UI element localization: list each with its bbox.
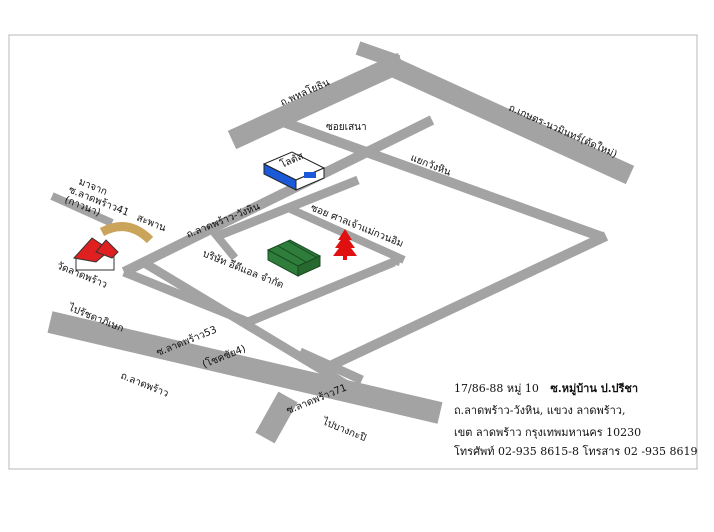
road-inner-left-vertical [208, 227, 239, 261]
address-line-1-village: ซ.หมู่บ้าน ป.ปรีชา [550, 382, 638, 396]
road-lat-phrao-wang-hin [121, 115, 435, 277]
address-line-2: ถ.ลาดพร้าว-วังหิน, แขวง ลาดพร้าว, [454, 404, 625, 417]
lotus-store-icon [262, 151, 326, 191]
road-northwest-corner [355, 41, 401, 69]
label-soi-sena: ซอยเสนา [326, 122, 367, 133]
road-right-diagonal [327, 231, 609, 371]
temple-icon [73, 237, 119, 271]
road-lat-phrao-main [47, 311, 443, 424]
road-to-bang-kapi [255, 391, 298, 444]
address-line-1: 17/86-88 หมู่ 10 ซ.หมู่บ้าน ป.ปรีชา [454, 382, 638, 396]
bridge-icon [99, 222, 154, 244]
road-phahon-yothin [227, 52, 407, 150]
company-building-icon [266, 239, 322, 277]
address-line-4: โทรศัพท์ 02-935 8615-8 โทรสาร 02 -935 86… [454, 444, 698, 458]
road-soi-lat-phrao-71 [298, 347, 364, 385]
road-kaset-nawamin [377, 52, 635, 185]
road-from-soi-41 [50, 192, 114, 227]
address-line-1-number: 17/86-88 หมู่ 10 [454, 382, 539, 395]
road-soi-sena [270, 113, 604, 242]
address-line-3: เขต ลาดพร้าว กรุงเทพมหานคร 10230 [454, 426, 641, 439]
road-soi-lat-phrao-53 [246, 257, 396, 327]
road-long-diagonal [143, 260, 355, 392]
shrine-tree-icon [333, 229, 357, 260]
road-shrine-end [391, 256, 401, 266]
